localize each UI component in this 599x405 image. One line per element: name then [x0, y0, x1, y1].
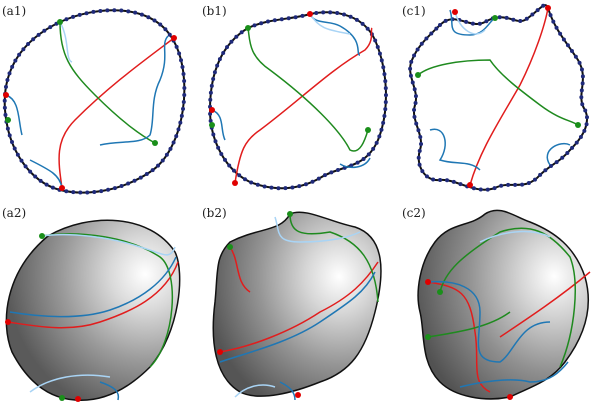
marker-green-c2-1	[437, 289, 443, 295]
marker-red-a1-2	[59, 185, 65, 191]
curve-blue-b1b	[211, 109, 226, 141]
marker-green-a1-1	[57, 19, 63, 25]
curve-blue-b1	[309, 13, 361, 56]
curve-blue-c1	[449, 9, 496, 36]
curve-blue-b2	[219, 271, 376, 363]
panel-c1: (c1)	[400, 0, 599, 202]
marker-red-a2-1	[5, 319, 11, 325]
curve-lightblue-a2	[41, 233, 176, 256]
curve-green-c2	[427, 227, 576, 368]
marker-red-b2-1	[217, 349, 223, 355]
marker-red-c2-1	[425, 279, 431, 285]
panel-a2: (a2)	[0, 202, 200, 404]
curve-blue-a1b	[5, 94, 23, 136]
marker-red-b1-2	[232, 180, 238, 186]
panel-label-b2: (b2)	[202, 206, 227, 220]
curve-blue-a2b	[99, 381, 120, 401]
curve-red-c2	[427, 271, 591, 393]
curve-green-a2	[41, 233, 174, 368]
curve-blue-c1c	[546, 143, 571, 166]
marker-green-b1-1	[245, 25, 251, 31]
marker-red-a1-1	[171, 35, 177, 41]
marker-green-c2-2	[425, 334, 431, 340]
curve-lightblue-a1	[59, 21, 73, 63]
curve-green-b2	[289, 213, 379, 303]
panel-label-c2: (c2)	[402, 206, 426, 220]
outline-b1	[208, 11, 387, 190]
marker-green-b1-3	[209, 122, 215, 128]
marker-red-c1-2	[467, 182, 473, 188]
marker-red-b2-2	[295, 392, 301, 398]
surface-b2	[212, 211, 382, 397]
surface-c2	[417, 209, 589, 400]
outline-a1-dots	[2, 8, 187, 195]
marker-red-a1-3	[3, 92, 9, 98]
curve-red-b2b	[229, 246, 251, 293]
curve-blue-a1c	[29, 159, 63, 189]
surface-a2	[5, 219, 181, 401]
marker-green-b2-2	[227, 244, 233, 250]
panel-b1-plot	[207, 10, 388, 191]
curve-blue-a1	[99, 35, 169, 146]
marker-red-c1-1	[545, 5, 551, 11]
curve-red-a1	[58, 37, 175, 189]
curve-red-c1	[469, 7, 549, 186]
curve-lightblue-c2	[479, 230, 551, 243]
marker-green-a1-2	[152, 140, 158, 146]
curve-red-b2	[219, 261, 379, 353]
panel-c2-plot	[417, 209, 591, 400]
marker-red-a2-2	[75, 396, 81, 402]
panel-b2-plot	[212, 211, 382, 401]
marker-red-b1-3	[209, 107, 215, 113]
curve-blue-a2	[9, 256, 177, 318]
panel-a1-plot	[2, 8, 187, 195]
marker-red-c1-3	[452, 9, 458, 15]
marker-green-a1-3	[5, 117, 11, 123]
panel-b2: (b2)	[200, 202, 400, 404]
curve-green-a1	[59, 21, 156, 144]
marker-red-c2-2	[507, 394, 513, 400]
panel-a1: (a1)	[0, 0, 200, 202]
curve-blue-c2	[429, 280, 551, 363]
curve-blue-c1b	[429, 128, 481, 171]
panel-a2-plot	[5, 219, 181, 402]
curve-red-a2	[7, 261, 179, 329]
curve-lightblue-b2b	[234, 384, 276, 398]
panel-b1: (b1)	[200, 0, 400, 202]
curve-green-c1	[417, 59, 579, 126]
panel-label-b1: (b1)	[202, 4, 227, 18]
marker-green-c1-2	[575, 122, 581, 128]
marker-green-a2-2	[59, 395, 65, 401]
marker-green-c1-3	[492, 15, 498, 21]
panel-c2: (c2)	[400, 202, 599, 404]
marker-green-b1-2	[365, 127, 371, 133]
panel-label-c1: (c1)	[402, 4, 426, 18]
curve-red-b1	[234, 27, 373, 184]
curve-blue-c2b	[459, 361, 569, 388]
curve-lightblue-b1	[309, 13, 351, 35]
curve-lightblue-a2b	[29, 374, 111, 393]
panel-label-a2: (a2)	[2, 206, 27, 220]
marker-green-c1-1	[415, 72, 421, 78]
outline-c1-dots	[408, 3, 590, 192]
marker-green-a2-1	[39, 233, 45, 239]
curve-lightblue-c1	[454, 11, 486, 35]
curve-green-b1	[247, 27, 369, 152]
panel-c1-plot	[408, 3, 590, 192]
marker-green-b2-1	[287, 211, 293, 217]
curve-lightblue-b2	[274, 216, 361, 243]
panel-label-a1: (a1)	[2, 4, 27, 18]
curve-blue-b1c	[339, 157, 371, 169]
curve-blue-b2b	[279, 381, 296, 401]
marker-red-b1-1	[307, 11, 313, 17]
